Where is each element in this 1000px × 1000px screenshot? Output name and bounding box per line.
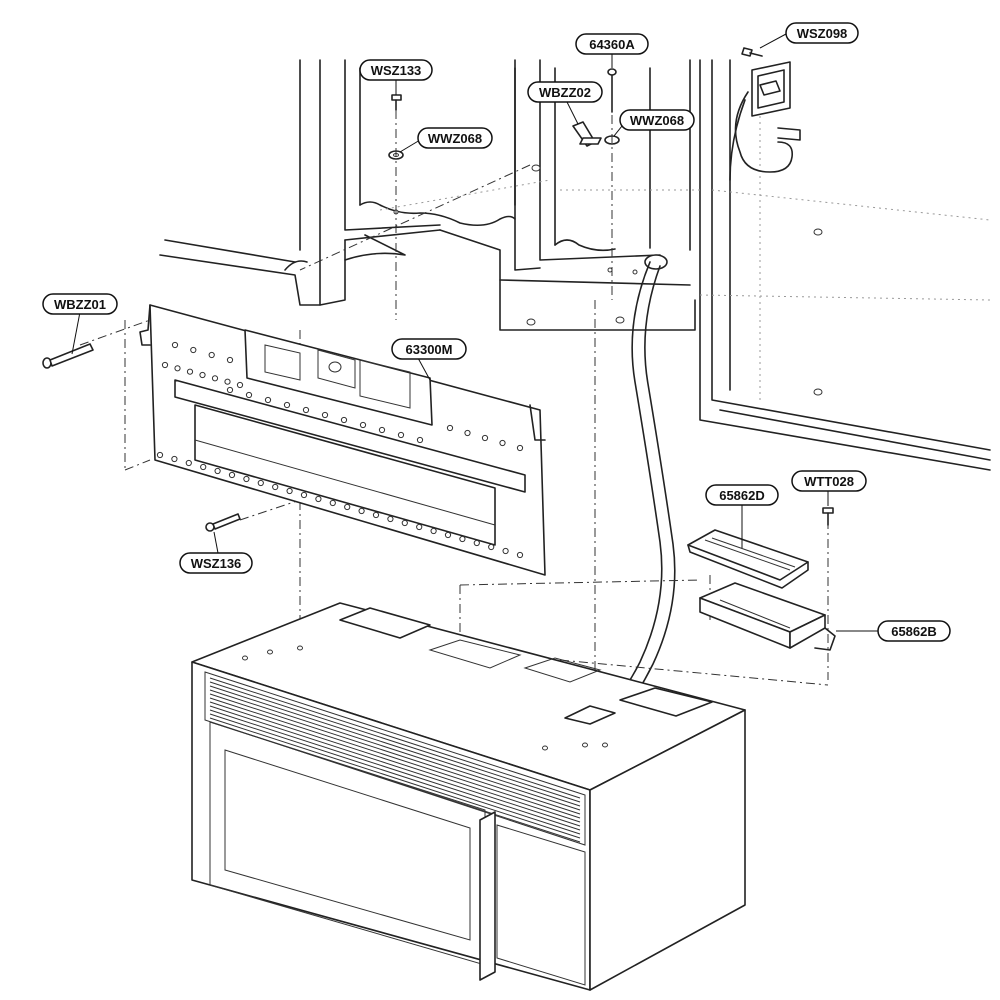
plate-hole [300,491,308,499]
svg-text:65862D: 65862D [719,488,765,503]
plate-hole [387,515,394,523]
plate-hole [329,499,336,507]
plate-hole [372,511,380,519]
plate-hole [464,429,471,437]
part-label-wwz068-right: WWZ068 [619,109,695,131]
vent-slat [209,701,581,823]
svg-text:WWZ068: WWZ068 [428,131,482,146]
plate-hole [321,411,329,419]
plate-hole [481,434,489,442]
damper-parts [687,507,836,651]
part-label-65862d: 65862D [705,484,779,506]
plate-hole-pattern [156,341,524,559]
vent-slat [209,685,581,807]
plate-hole [286,487,293,495]
plate-hole [416,523,423,531]
svg-text:65862B: 65862B [891,624,937,639]
plate-hole [473,539,480,547]
plate-hole [264,396,272,404]
vent-slat [209,677,581,799]
part-label-63300m: 63300M [391,338,467,360]
vent-slat [209,689,581,811]
vent-slat [209,681,581,803]
plate-hole [226,356,234,364]
plate-hole [272,483,279,491]
plate-hole [488,543,495,551]
plate-hole [340,416,348,424]
part-label-64360a: 64360A [575,33,649,55]
plate-hole [208,351,215,359]
plate-hole [200,463,207,471]
vent-slat [209,693,581,815]
part-label-wbzz01: WBZZ01 [42,293,118,315]
plate-hole [315,495,322,503]
plate-hole [397,431,405,439]
vent-slat [209,697,581,819]
part-label-65862b: 65862B [877,620,951,642]
plate-hole [171,455,178,463]
plate-hole [214,467,221,475]
part-label-wsz098: WSZ098 [785,22,859,44]
part-label-wtt028: WTT028 [791,470,867,492]
plate-hole [174,365,181,372]
plate-hole [186,368,194,375]
plate-hole [211,375,219,382]
plate-hole [236,381,244,389]
part-label-wwz068-left: WWZ068 [417,127,493,149]
svg-text:WSZ098: WSZ098 [797,26,848,41]
plate-hole [444,531,452,539]
plate-hole [358,507,365,515]
plate-hole [190,346,197,354]
plate-hole [401,519,408,527]
svg-text:63300M: 63300M [406,342,453,357]
svg-text:64360A: 64360A [589,37,635,52]
plate-hole [224,378,231,385]
plate-hole [199,371,206,379]
vent-grille [209,677,581,843]
plate-hole [283,401,291,409]
svg-text:WBZZ02: WBZZ02 [539,85,591,100]
plate-hole [257,479,264,487]
part-label-wbzz02: WBZZ02 [527,81,603,103]
plate-hole [516,551,524,559]
top-hardware [388,47,763,160]
vent-slat [209,713,581,835]
plate-hole [416,436,424,444]
plate-hole [156,451,164,459]
part-label-wsz133: WSZ133 [359,59,433,81]
plate-hole [185,459,192,467]
microwave-oven [191,602,746,991]
side-screws [42,343,241,532]
plate-hole [378,426,386,434]
vent-slat [209,709,581,831]
plate-hole [446,424,454,432]
part-label-wsz136: WSZ136 [179,552,253,574]
svg-text:WSZ136: WSZ136 [191,556,242,571]
svg-text:WWZ068: WWZ068 [630,113,684,128]
svg-text:WTT028: WTT028 [804,474,854,489]
plate-hole [359,421,367,429]
plate-hole [228,471,236,479]
plate-hole [161,361,169,369]
plate-hole [243,475,250,483]
plate-hole [171,341,179,349]
plate-hole [459,535,466,543]
plate-hole [516,444,524,452]
svg-text:WSZ133: WSZ133 [371,63,422,78]
mounting-plate [139,304,546,576]
vent-slat [209,717,581,839]
plate-hole [344,503,351,511]
wall-outlet [729,61,801,181]
plate-hole [430,527,437,535]
plate-hole [499,439,506,447]
plate-hole [302,406,310,414]
vent-slat [209,705,581,827]
leader-lines [71,33,878,632]
plate-hole [226,386,234,394]
plate-hole [245,391,253,399]
power-cord [614,254,676,705]
plate-hole [502,547,509,555]
svg-text:WBZZ01: WBZZ01 [54,297,106,312]
